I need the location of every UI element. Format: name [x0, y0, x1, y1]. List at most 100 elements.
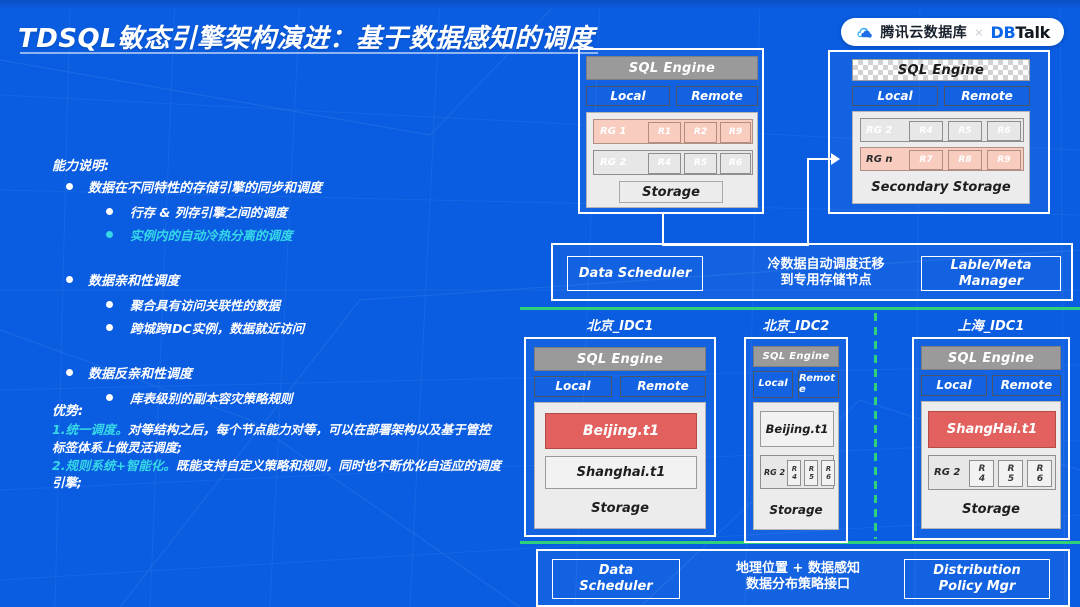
bottom-scheduler-line2: Scheduler	[579, 579, 653, 594]
mid-note: 冷数据自动调度迁移 到专用存储节点	[731, 257, 921, 290]
idc3-local: Local	[921, 375, 987, 396]
node1-rg1-label: RG 1	[600, 126, 627, 137]
logo-dbtalk-label: DBTalk	[991, 22, 1051, 42]
connector-arrowhead	[831, 153, 840, 165]
connector-segment-up	[807, 158, 809, 246]
list-item-label: 数据反亲和性调度	[88, 367, 193, 383]
idc3-panel: SQL Engine Local Remote ShangHai.t1 RG 2…	[912, 337, 1070, 540]
list-spacer	[52, 344, 512, 357]
mid-manager-line1: Lable/Meta	[950, 257, 1032, 273]
list-item: 库表级别的副本容灾策略规则	[88, 388, 512, 408]
bottom-note: 地理位置 + 数据感知 数据分布策略接口	[703, 561, 893, 594]
idc3-sql-engine: SQL Engine	[921, 346, 1061, 370]
advantage-key: 1.统一调度。	[52, 422, 128, 437]
idc3-storage-label: Storage	[962, 501, 1020, 517]
list-item: 数据在不同特性的存储引擎的同步和调度 行存 & 列存引擎之间的调度 实例内的自动…	[52, 177, 512, 245]
capability-sublist: 库表级别的副本容灾策略规则	[88, 388, 512, 408]
node1-rg2-cell-2: R6	[720, 153, 751, 174]
idc2-local: Local	[753, 371, 793, 398]
node1-local: Local	[586, 86, 670, 106]
node1-rg-row-1: RG 1 R1 R2 R9	[593, 119, 753, 144]
mid-label-meta-manager[interactable]: Lable/Meta Manager	[921, 256, 1061, 291]
node1-remote: Remote	[676, 86, 758, 106]
capability-panel: 能力说明: 数据在不同特性的存储引擎的同步和调度 行存 & 列存引擎之间的调度 …	[52, 155, 512, 414]
list-item: 跨城跨IDC实例，数据就近访问	[88, 318, 512, 338]
list-item-label: 行存 & 列存引擎之间的调度	[130, 204, 288, 220]
idc1-storage-label: Storage	[591, 500, 649, 516]
idc1-storage-container: Beijing.t1 Shanghai.t1 Storage	[534, 402, 706, 529]
bottom-distribution-policy-mgr[interactable]: Distribution Policy Mgr	[904, 559, 1050, 599]
divider-green-top	[520, 307, 1080, 310]
node1-rg-row-2: RG 2 R4 R5 R6	[593, 150, 753, 175]
idc1-inner: SQL Engine Local Remote Beijing.t1 Shang…	[534, 347, 706, 529]
storage-node-2: SQL Engine Local Remote RG 2 R4 R5 R6 RG…	[828, 50, 1050, 214]
bottom-note-line1: 地理位置 + 数据感知	[736, 561, 860, 576]
idc2-sql-engine: SQL Engine	[753, 346, 839, 367]
list-item-label: 库表级别的副本容灾策略规则	[130, 391, 293, 407]
idc3-rg-cell-1: R5	[998, 460, 1023, 487]
node2-storage-label: Secondary Storage	[871, 179, 1011, 195]
advantage-item: 2.规则系统+智能化。既能支持自定义策略和规则，同时也不断优化自适应的调度引擎;	[52, 457, 502, 493]
node2-rgn-cell-2: R9	[987, 150, 1021, 170]
bottom-data-scheduler[interactable]: Data Scheduler	[552, 559, 680, 599]
node2-rg2-label: RG 2	[866, 124, 893, 136]
node2-rg-row-1: RG 2 R4 R5 R6	[860, 118, 1024, 142]
node2-rg2-cell-0: R4	[909, 121, 943, 141]
connector-segment-right	[662, 244, 809, 246]
bullet-icon	[106, 324, 113, 332]
bullet-icon	[66, 183, 73, 190]
list-spacer	[52, 251, 512, 264]
idc1-secondary-table: Shanghai.t1	[545, 456, 697, 489]
bullet-icon	[66, 276, 73, 284]
idc1-panel: SQL Engine Local Remote Beijing.t1 Shang…	[524, 337, 716, 537]
node1-inner-card: SQL Engine Local Remote RG 1 R1 R2 R9 RG…	[586, 56, 758, 208]
idc3-storage-container: ShangHai.t1 RG 2 R4 R5 R6 Storage	[921, 401, 1061, 529]
storage-node-1: SQL Engine Local Remote RG 1 R1 R2 R9 RG…	[578, 48, 764, 214]
idc3-inner: SQL Engine Local Remote ShangHai.t1 RG 2…	[921, 346, 1061, 533]
idc2-rg-label: RG 2	[764, 467, 786, 477]
capability-heading: 能力说明:	[52, 159, 110, 174]
node2-rg2-cell-1: R5	[948, 121, 982, 141]
bullet-icon	[106, 230, 113, 238]
list-item-label: 数据亲和性调度	[88, 274, 180, 290]
idc2-rg-cell-2: R6	[821, 460, 835, 486]
idc3-title: 上海_IDC1	[957, 319, 1025, 334]
idc3-rg-label: RG 2	[934, 467, 961, 478]
list-item-label: 聚合具有访问关联性的数据	[130, 297, 281, 313]
logo-talk-part: Talk	[1015, 22, 1050, 42]
idc1-primary-table: Beijing.t1	[545, 413, 697, 449]
idc3-remote: Remote	[992, 375, 1061, 396]
mid-data-scheduler[interactable]: Data Scheduler	[567, 256, 703, 291]
node2-remote: Remote	[944, 86, 1030, 106]
idc2-inner: SQL Engine Local Remote Beijing.t1 RG 2 …	[753, 346, 839, 536]
advantage-text: 既能支持自定义策略和规则，同时也不断优化自适应的调度引擎;	[52, 457, 501, 491]
divider-green-vertical	[874, 313, 877, 539]
idc1-remote: Remote	[620, 376, 706, 397]
bottom-scheduler-line1: Data	[598, 563, 634, 579]
capability-sublist: 行存 & 列存引擎之间的调度 实例内的自动冷热分离的调度	[88, 202, 512, 245]
cloud-icon	[857, 27, 873, 38]
node1-rg1-cell-0: R1	[648, 122, 681, 143]
connector-segment-down	[662, 214, 664, 246]
logo-tencent-label: 腾讯云数据库	[880, 25, 968, 41]
title-underline	[20, 52, 598, 54]
idc3-rg-cell-2: R6	[1027, 460, 1052, 487]
node2-inner-card: SQL Engine Local Remote RG 2 R4 R5 R6 RG…	[838, 59, 1044, 207]
idc2-storage-container: Beijing.t1 RG 2 R4 R5 R6 Storage	[753, 402, 839, 530]
idc1-local: Local	[534, 376, 612, 397]
mid-note-line1: 冷数据自动调度迁移	[767, 257, 885, 272]
list-item-label: 数据在不同特性的存储引擎的同步和调度	[88, 181, 323, 196]
advantage-key: 2.规则系统+智能化。	[52, 457, 176, 473]
advantage-heading: 优势:	[52, 404, 84, 419]
idc-group-shanghai-1: 上海_IDC1 SQL Engine Local Remote ShangHai…	[912, 315, 1070, 540]
page-title: TDSQL敏态引擎架构演进：基于数据感知的调度	[18, 24, 595, 54]
idc2-panel: SQL Engine Local Remote Beijing.t1 RG 2 …	[744, 337, 848, 543]
bottom-note-line2: 数据分布策略接口	[745, 577, 850, 593]
bullet-icon	[106, 300, 113, 308]
bottom-policy-line1: Distribution	[933, 563, 1021, 579]
bullet-icon	[106, 394, 113, 402]
node2-local: Local	[852, 86, 938, 106]
idc3-rg-cell-0: R4	[969, 460, 994, 487]
idc1-sql-engine: SQL Engine	[534, 347, 706, 371]
